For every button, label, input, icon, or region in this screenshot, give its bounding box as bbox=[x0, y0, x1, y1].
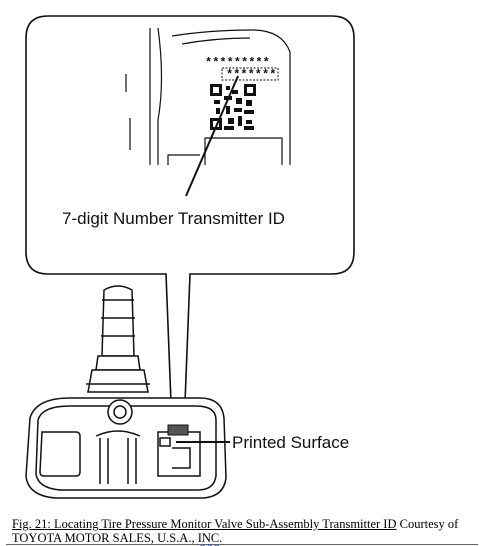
sensor-detail-closeup bbox=[125, 27, 291, 165]
caption-period: . bbox=[219, 531, 223, 545]
valve-stem bbox=[86, 285, 150, 393]
bottom-divider bbox=[6, 544, 478, 545]
printed-surface-label: Printed Surface bbox=[232, 433, 349, 452]
tpms-diagram: ********* ******* 7-digit Number Transmi… bbox=[25, 15, 355, 499]
company-suffix: INC bbox=[197, 531, 220, 545]
id-stars-row-2: ******* bbox=[226, 68, 276, 82]
courtesy-text: Courtesy of bbox=[396, 517, 459, 531]
leader-line-transmitter-id bbox=[185, 75, 239, 197]
figure-title-link[interactable]: Fig. 21: Locating Tire Pressure Monitor … bbox=[12, 517, 397, 531]
company-line: TOYOTA MOTOR SALES, U.S.A., bbox=[12, 531, 198, 545]
transmitter-id-label: 7-digit Number Transmitter ID bbox=[62, 209, 285, 228]
printed-surface-tag bbox=[167, 424, 189, 436]
figure-caption: Fig. 21: Locating Tire Pressure Monitor … bbox=[12, 517, 478, 545]
id-dashed-box bbox=[221, 67, 279, 81]
id-stars-row-1: ********* bbox=[205, 56, 270, 70]
sensor-body bbox=[25, 397, 227, 499]
